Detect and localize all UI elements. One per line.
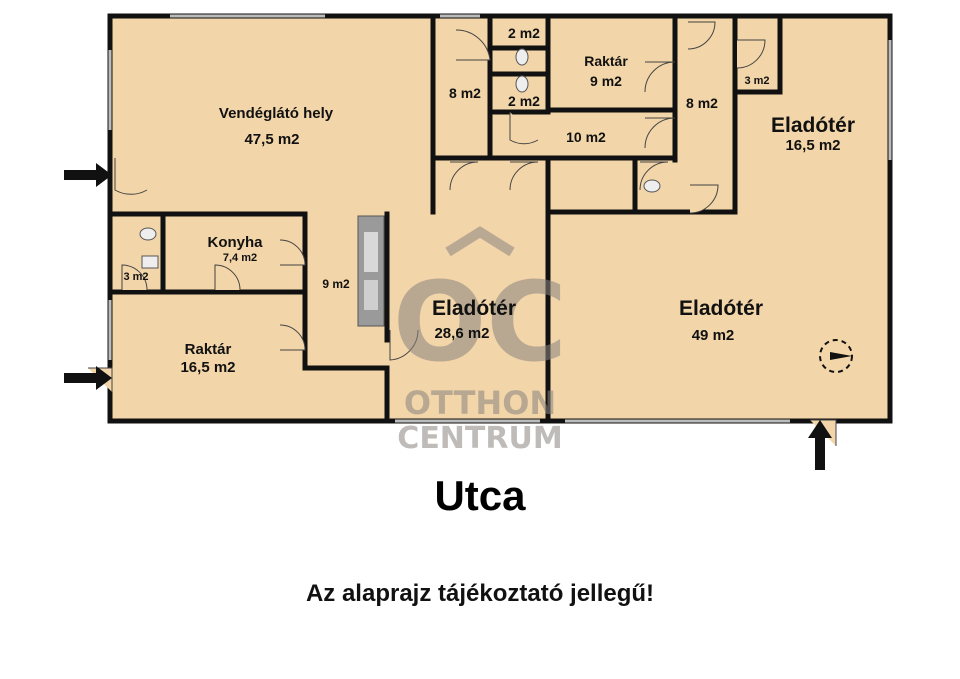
door-corridor: [509, 112, 539, 145]
door-raktar-top: [644, 61, 676, 93]
toilet-icon-top: [515, 48, 529, 66]
toilet-icon-right: [643, 179, 661, 193]
room-eladoter-big-area: 49 m2: [692, 327, 735, 344]
floor-main: [110, 16, 890, 421]
room-vendeglato-name: Vendéglátó hely: [219, 105, 334, 122]
entrance-arrows: [64, 163, 832, 470]
room-hall-left-area: 8 m2: [449, 85, 481, 101]
door-wc-left: [121, 264, 148, 291]
stove-icon: [364, 280, 378, 310]
room-wc-left-area: 3 m2: [123, 271, 148, 283]
floor-areas: [110, 16, 890, 421]
street-label: Utca: [434, 472, 526, 519]
door-corridor-right: [644, 117, 676, 149]
door-small-room: [736, 39, 766, 69]
washbasin-icon: [141, 255, 159, 269]
windows: [108, 14, 892, 423]
room-hall-right-area: 8 m2: [686, 95, 718, 111]
watermark-line1: OTTHON: [404, 384, 556, 422]
door-hall-right: [687, 21, 716, 50]
sink-icon: [364, 232, 378, 272]
toilet-icon-mid: [515, 75, 529, 93]
watermark-roof-icon: [445, 226, 515, 257]
door-mid-1: [449, 161, 479, 191]
watermark-monogram: OC: [393, 258, 567, 386]
compass-icon: [819, 339, 853, 373]
room-passage-area: 9 m2: [322, 277, 350, 291]
door-counter: [389, 329, 419, 361]
door-mid-2: [509, 161, 539, 191]
door-hall-left: [455, 29, 491, 61]
room-raktar-bottom-name: Raktár: [185, 341, 232, 358]
door-raktar-bottom: [279, 324, 306, 351]
room-labels: Vendéglátó hely 47,5 m2 2 m2 2 m2 Raktár…: [123, 25, 855, 376]
arrow-entrance-raktar: [64, 366, 112, 390]
room-eladoter-mid-area: 28,6 m2: [434, 325, 489, 342]
room-konyha-name: Konyha: [207, 234, 263, 251]
doors: [88, 21, 837, 446]
wall-kitchen-block: [107, 211, 390, 424]
walls: [107, 13, 893, 424]
room-wc-mid-area: 2 m2: [508, 93, 540, 109]
disclaimer-text: Az alaprajz tájékoztató jellegű!: [305, 580, 655, 607]
room-eladoter-small-area: 16,5 m2: [785, 137, 840, 154]
room-konyha-area: 7,4 m2: [223, 252, 257, 264]
room-raktar-bottom-area: 16,5 m2: [180, 359, 235, 376]
arrow-entrance-left: [64, 163, 112, 187]
room-raktar-top-name: Raktár: [584, 53, 628, 69]
wall-small-room: [732, 13, 783, 95]
room-eladoter-mid-name: Eladótér: [432, 297, 516, 320]
wall-eladoter-small: [687, 89, 738, 215]
arrow-entrance-front: [808, 420, 832, 470]
fixtures: [139, 48, 661, 327]
room-wc-top-area: 2 m2: [508, 25, 540, 41]
door-konyha: [279, 239, 306, 266]
room-corridor-area: 10 m2: [566, 129, 606, 145]
watermark-line2: CENTRUM: [397, 421, 562, 456]
door-wc-right: [639, 161, 669, 191]
door-eladoter-small: [689, 184, 719, 214]
outer-wall: [107, 13, 893, 424]
toilet-icon-left: [139, 227, 157, 241]
watermark: OC OTTHON CENTRUM: [393, 226, 567, 456]
room-small-top-right-area: 3 m2: [744, 75, 769, 87]
room-vendeglato-area: 47,5 m2: [244, 131, 299, 148]
door-konyha-bottom: [214, 264, 241, 291]
door-entrance-left: [114, 158, 148, 195]
room-eladoter-big-name: Eladótér: [679, 297, 763, 320]
room-raktar-top-area: 9 m2: [590, 73, 622, 89]
floor-plan: OC OTTHON CENTRUM Vendéglátó hely 47,5 m…: [64, 13, 893, 470]
room-eladoter-small-name: Eladótér: [771, 114, 855, 137]
